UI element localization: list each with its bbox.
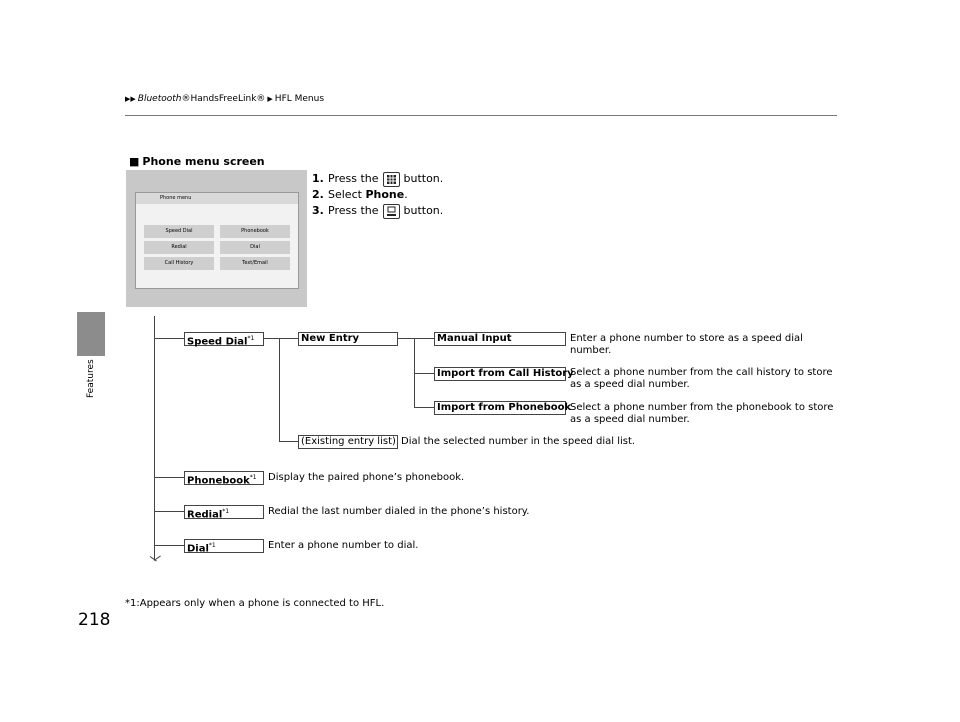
- dial-desc: Enter a phone number to dial.: [268, 540, 419, 551]
- breadcrumb-product: HandsFreeLink®: [190, 94, 266, 104]
- screen-title: Phone menu: [160, 195, 192, 201]
- page-number: 218: [78, 610, 111, 630]
- new-entry-sub-line: [414, 338, 415, 407]
- branch-new-entry: [262, 338, 298, 339]
- screen-call-history-button: Call History: [144, 257, 214, 270]
- square-bullet-icon: ■: [129, 155, 140, 168]
- step-3: 3.Press the button.: [312, 203, 444, 219]
- redial-desc: Redial the last number dialed in the pho…: [268, 506, 530, 517]
- branch-dial: [154, 545, 184, 546]
- phone-menu-screen: Phone menu Speed Dial Phonebook Redial D…: [135, 192, 299, 289]
- import-phonebook-box: Import from Phonebook: [434, 401, 571, 415]
- existing-entry-box: (Existing entry list): [298, 435, 398, 449]
- branch-import-call-history: [414, 373, 434, 374]
- import-phonebook-desc: Select a phone number from the phonebook…: [570, 402, 834, 425]
- dial-box: Dial*1: [184, 539, 264, 554]
- phonebook-box: Phonebook*1: [184, 471, 264, 486]
- manual-input-box: Manual Input: [434, 332, 566, 346]
- speed-dial-sub-line: [279, 338, 280, 441]
- redial-box: Redial*1: [184, 505, 264, 520]
- section-tab: [77, 312, 105, 356]
- existing-entry-desc: Dial the selected number in the speed di…: [401, 436, 636, 447]
- step-1: 1.Press the button.: [312, 171, 444, 187]
- section-title: ■Phone menu screen: [129, 155, 265, 168]
- section-label: Features: [86, 359, 96, 398]
- screen-title-bar: Phone menu: [136, 193, 298, 204]
- breadcrumb-reg: ®: [181, 94, 191, 104]
- screen-text-email-button: Text/Email: [220, 257, 290, 270]
- phonebook-desc: Display the paired phone’s phonebook.: [268, 472, 465, 483]
- breadcrumb-brand: Bluetooth: [137, 94, 182, 104]
- import-call-history-box: Import from Call History: [434, 367, 574, 381]
- steps: 1.Press the button. 2.Select Phone. 3.Pr…: [312, 171, 443, 219]
- menu-button-icon: [382, 203, 400, 219]
- arrow-icon: ▶: [267, 95, 273, 103]
- import-call-history-desc: Select a phone number from the call hist…: [570, 367, 833, 390]
- arrow-icon: ▶▶: [125, 95, 136, 103]
- speed-dial-box: Speed Dial*1: [184, 332, 264, 347]
- footnote: *1:Appears only when a phone is connecte…: [125, 598, 385, 609]
- screen-redial-button: Redial: [144, 241, 214, 254]
- new-entry-box: New Entry: [298, 332, 398, 346]
- branch-manual-input: [396, 338, 434, 339]
- breadcrumb: ▶▶ Bluetooth® HandsFreeLink® ▶ HFL Menus: [125, 94, 324, 104]
- manual-input-desc: Enter a phone number to store as a speed…: [570, 333, 803, 356]
- branch-existing-entry: [279, 441, 298, 442]
- tree-trunk-line: [154, 316, 155, 560]
- branch-redial: [154, 511, 184, 512]
- branch-import-phonebook: [414, 407, 434, 408]
- screen-dial-button: Dial: [220, 241, 290, 254]
- screen-phonebook-button: Phonebook: [220, 225, 290, 238]
- screen-speed-dial-button: Speed Dial: [144, 225, 214, 238]
- breadcrumb-section: HFL Menus: [274, 94, 325, 104]
- step-2: 2.Select Phone.: [312, 188, 408, 201]
- header-rule: [125, 115, 837, 116]
- branch-phonebook: [154, 477, 184, 478]
- home-button-icon: [382, 171, 400, 187]
- branch-speed-dial: [154, 338, 184, 339]
